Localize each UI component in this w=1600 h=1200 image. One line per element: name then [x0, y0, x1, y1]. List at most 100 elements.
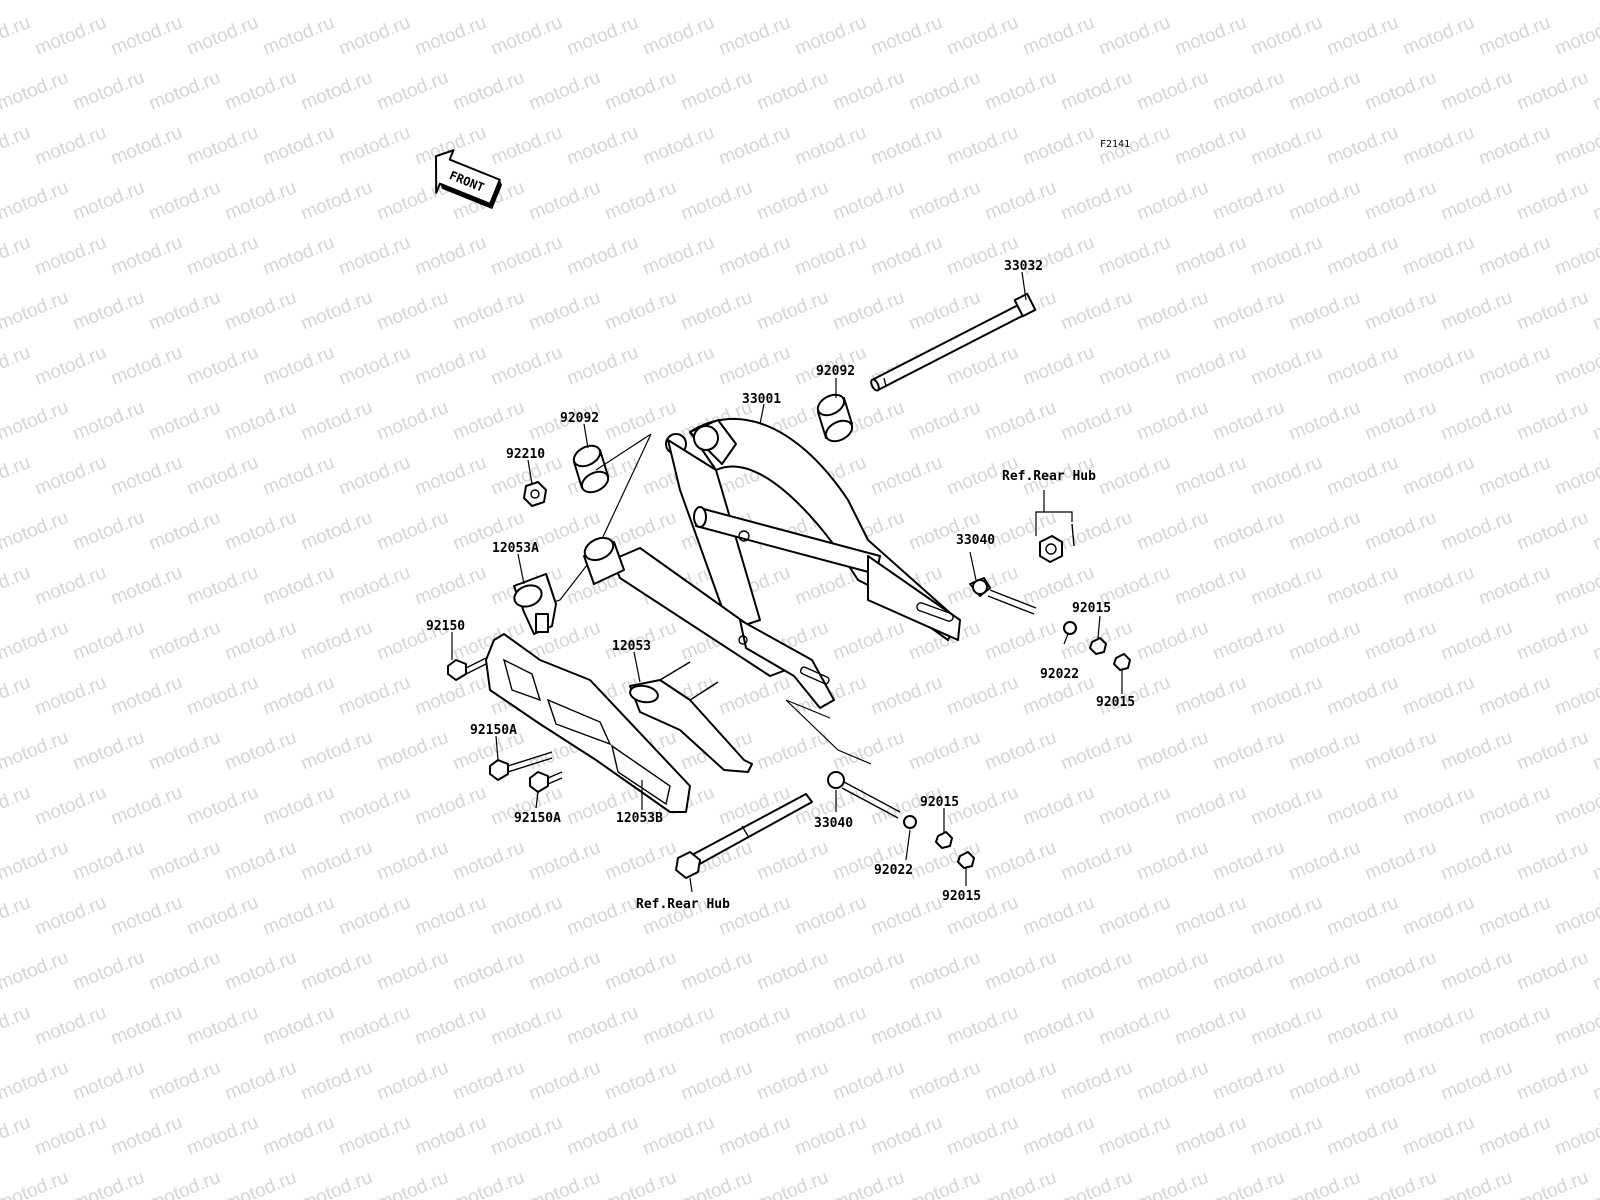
- part-label-92092-left: 92092: [560, 411, 599, 426]
- watermark-text: motod.ru: [1134, 177, 1211, 225]
- watermark-text: motod.ru: [1286, 1057, 1363, 1105]
- watermark-text: motod.ru: [450, 287, 527, 335]
- watermark-text: motod.ru: [450, 0, 527, 5]
- nut-92015-a: [1089, 637, 1107, 655]
- watermark-text: motod.ru: [1324, 452, 1401, 500]
- watermark-text: motod.ru: [1514, 67, 1591, 115]
- watermark-text: motod.ru: [1210, 1057, 1287, 1105]
- watermark-text: motod.ru: [1058, 177, 1135, 225]
- part-label-92015-c: 92015: [920, 795, 959, 810]
- watermark-text: motod.ru: [982, 947, 1059, 995]
- watermark-text: motod.ru: [0, 947, 71, 995]
- watermark-text: motod.ru: [868, 122, 945, 170]
- watermark-text: motod.ru: [184, 452, 261, 500]
- watermark-text: motod.ru: [0, 837, 71, 885]
- watermark-text: motod.ru: [792, 232, 869, 280]
- watermark-text: motod.ru: [1400, 782, 1477, 830]
- watermark-text: motod.ru: [754, 0, 831, 5]
- watermark-text: motod.ru: [412, 672, 489, 720]
- watermark-text: motod.ru: [792, 12, 869, 60]
- watermark-text: motod.ru: [982, 177, 1059, 225]
- watermark-text: motod.ru: [1248, 782, 1325, 830]
- watermark-text: motod.ru: [0, 67, 71, 115]
- watermark-text: motod.ru: [1134, 397, 1211, 445]
- watermark-text: motod.ru: [1248, 452, 1325, 500]
- watermark-text: motod.ru: [450, 67, 527, 115]
- watermark-text: motod.ru: [1248, 562, 1325, 610]
- watermark-text: motod.ru: [640, 342, 717, 390]
- watermark-text: motod.ru: [1400, 1002, 1477, 1050]
- watermark-text: motod.ru: [374, 0, 451, 5]
- watermark-text: motod.ru: [1248, 12, 1325, 60]
- watermark-text: motod.ru: [32, 672, 109, 720]
- watermark-text: motod.ru: [906, 287, 983, 335]
- watermark-text: motod.ru: [32, 232, 109, 280]
- watermark-text: motod.ru: [184, 12, 261, 60]
- watermark-text: motod.ru: [944, 12, 1021, 60]
- watermark-text: motod.ru: [602, 837, 679, 885]
- part-label-92092-right: 92092: [816, 364, 855, 379]
- watermark-text: motod.ru: [1058, 1057, 1135, 1105]
- watermark-text: motod.ru: [1590, 507, 1600, 555]
- watermark-text: motod.ru: [184, 562, 261, 610]
- watermark-text: motod.ru: [222, 67, 299, 115]
- watermark-text: motod.ru: [944, 672, 1021, 720]
- watermark-text: motod.ru: [260, 1002, 337, 1050]
- watermark-text: motod.ru: [830, 947, 907, 995]
- watermark-text: motod.ru: [1514, 397, 1591, 445]
- watermark-text: motod.ru: [1020, 1002, 1097, 1050]
- watermark-text: motod.ru: [1210, 67, 1287, 115]
- watermark-text: motod.ru: [184, 342, 261, 390]
- watermark-text: motod.ru: [298, 67, 375, 115]
- watermark-text: motod.ru: [412, 782, 489, 830]
- watermark-text: motod.ru: [1286, 0, 1363, 5]
- collar-right: [816, 393, 854, 443]
- watermark-text: motod.ru: [108, 1112, 185, 1160]
- watermark-text: motod.ru: [0, 1167, 71, 1200]
- watermark-text: motod.ru: [0, 727, 71, 775]
- watermark-text: motod.ru: [1134, 617, 1211, 665]
- watermark-text: motod.ru: [1324, 892, 1401, 940]
- watermark-text: motod.ru: [1400, 342, 1477, 390]
- watermark-text: motod.ru: [374, 1057, 451, 1105]
- watermark-text: motod.ru: [1476, 342, 1553, 390]
- rear-axle: [675, 793, 813, 879]
- adjuster-plate-upper: [969, 577, 1037, 615]
- watermark-text: motod.ru: [1590, 947, 1600, 995]
- watermark-text: motod.ru: [1210, 1167, 1287, 1200]
- watermark-text: motod.ru: [222, 177, 299, 225]
- collar-left: [572, 444, 610, 494]
- watermark-text: motod.ru: [0, 507, 71, 555]
- chain-guide-plate: [485, 633, 691, 813]
- watermark-text: motod.ru: [1172, 782, 1249, 830]
- watermark-text: motod.ru: [640, 232, 717, 280]
- watermark-text: motod.ru: [564, 1002, 641, 1050]
- watermark-text: motod.ru: [1476, 122, 1553, 170]
- watermark-text: motod.ru: [374, 397, 451, 445]
- watermark-text: motod.ru: [830, 177, 907, 225]
- watermark-text: motod.ru: [754, 837, 831, 885]
- watermark-text: motod.ru: [260, 1112, 337, 1160]
- watermark-text: motod.ru: [32, 12, 109, 60]
- watermark-text: motod.ru: [1172, 1112, 1249, 1160]
- watermark-text: motod.ru: [412, 232, 489, 280]
- watermark-text: motod.ru: [0, 342, 33, 390]
- watermark-text: motod.ru: [1248, 1002, 1325, 1050]
- watermark-text: motod.ru: [1096, 232, 1173, 280]
- watermark-text: motod.ru: [1172, 12, 1249, 60]
- watermark-text: motod.ru: [0, 177, 71, 225]
- watermark-text: motod.ru: [1058, 0, 1135, 5]
- watermark-text: motod.ru: [70, 1057, 147, 1105]
- watermark-text: motod.ru: [146, 397, 223, 445]
- watermark-text: motod.ru: [336, 892, 413, 940]
- watermark-text: motod.ru: [336, 672, 413, 720]
- watermark-text: motod.ru: [1362, 287, 1439, 335]
- watermark-text: motod.ru: [1172, 1002, 1249, 1050]
- watermark-text: motod.ru: [336, 12, 413, 60]
- watermark-text: motod.ru: [1514, 177, 1591, 225]
- watermark-text: motod.ru: [1362, 177, 1439, 225]
- nut-92015-c: [935, 831, 953, 849]
- diagram-code: F2141: [1100, 139, 1130, 150]
